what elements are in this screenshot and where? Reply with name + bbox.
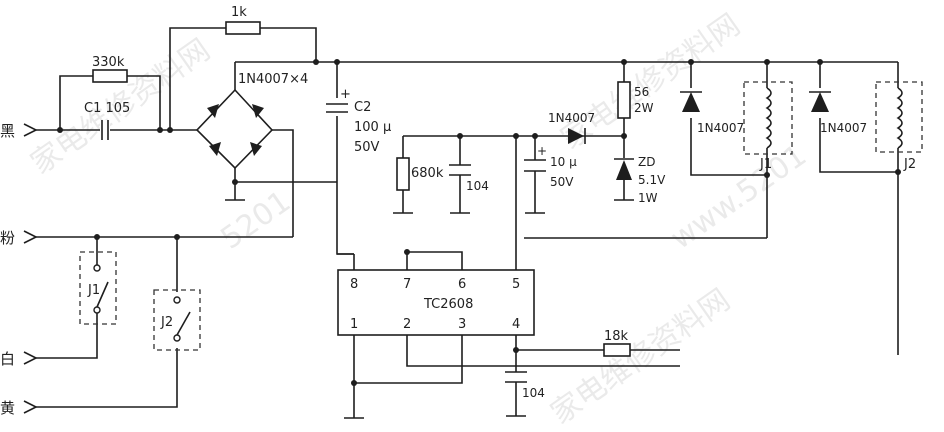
capacitor-c1-label: C1 105 bbox=[84, 101, 130, 116]
terminal-black-label: 黑 bbox=[0, 122, 15, 140]
relay-j2-label: J2 bbox=[903, 157, 916, 172]
junction-dot bbox=[334, 59, 340, 65]
diode-1n4007-label: 1N4007 bbox=[548, 111, 595, 125]
terminal-pink-label: 粉 bbox=[0, 229, 15, 247]
ic-name: TC2608 bbox=[423, 297, 473, 312]
junction-dot bbox=[157, 127, 163, 133]
terminal-black-arrow bbox=[23, 123, 38, 137]
bridge-label: 1N4007×4 bbox=[238, 72, 308, 87]
relay-switch-j2: J2 bbox=[153, 289, 201, 351]
diode-icon bbox=[252, 104, 264, 118]
junction-dot bbox=[688, 59, 694, 65]
terminal-pink-arrow bbox=[23, 230, 38, 244]
ic-pin-8: 8 bbox=[350, 277, 358, 292]
watermark-text: 家电维修资料网 bbox=[545, 282, 737, 431]
input-terminals: 黑 粉 白 黄 bbox=[0, 122, 38, 417]
junction-dot bbox=[817, 59, 823, 65]
diode-j1-label: 1N4007 bbox=[697, 121, 744, 135]
capacitor-c1: C1 105 bbox=[84, 101, 130, 140]
resistor-1k: 1k bbox=[225, 5, 261, 35]
ic-pin-7: 7 bbox=[403, 277, 411, 292]
resistor-56-power-label: 2W bbox=[634, 101, 654, 115]
ic-tc2608: 8 7 6 5 TC2608 1 2 3 4 bbox=[337, 269, 535, 336]
junction-dot bbox=[457, 133, 463, 139]
junction-dot bbox=[895, 169, 901, 175]
junction-dot bbox=[513, 347, 519, 353]
ic-pin-4: 4 bbox=[512, 317, 520, 332]
capacitor-10u-value: 10 μ bbox=[550, 155, 577, 169]
junction-dot bbox=[174, 234, 180, 240]
ic-pin-3: 3 bbox=[458, 317, 466, 332]
resistor-680k-label: 680k bbox=[411, 166, 444, 181]
resistor-330k: 330k bbox=[92, 55, 128, 83]
ic-pin-6: 6 bbox=[458, 277, 466, 292]
diode-j1-flyback: 1N4007 bbox=[680, 91, 744, 135]
resistor-56-label: 56 bbox=[634, 85, 649, 99]
zener-power: 1W bbox=[638, 191, 658, 205]
junction-dot bbox=[232, 179, 238, 185]
capacitor-104-b-label: 104 bbox=[522, 386, 545, 400]
ic-pin-2: 2 bbox=[403, 317, 411, 332]
capacitor-10u-voltage: 50V bbox=[550, 175, 574, 189]
junction-dot bbox=[57, 127, 63, 133]
terminal-yellow-label: 黄 bbox=[0, 399, 15, 417]
junction-dot bbox=[351, 380, 357, 386]
junction-dot bbox=[621, 59, 627, 65]
junction-dot bbox=[532, 133, 538, 139]
zener-value: 5.1V bbox=[638, 173, 666, 187]
capacitor-10u-plus: + bbox=[537, 144, 547, 158]
resistor-680k: 680k bbox=[393, 157, 444, 214]
junction-dots bbox=[57, 59, 901, 386]
watermark-text: 5201 bbox=[215, 184, 298, 256]
terminal-white-arrow bbox=[23, 351, 38, 365]
relay-coil-j2: J2 bbox=[875, 81, 923, 172]
zener-diode: ZD 5.1V 1W bbox=[614, 155, 666, 205]
diode-1n4007-series: 1N4007 bbox=[548, 111, 595, 144]
capacitor-104-a: 104 bbox=[449, 164, 489, 214]
bridge-rectifier: 1N4007×4 bbox=[195, 72, 308, 201]
junction-dot bbox=[764, 172, 770, 178]
diode-icon bbox=[209, 142, 221, 156]
ic-pin-1: 1 bbox=[350, 317, 358, 332]
junction-dot bbox=[764, 59, 770, 65]
diode-icon bbox=[207, 104, 219, 118]
terminal-white-label: 白 bbox=[0, 350, 15, 368]
zener-name: ZD bbox=[638, 155, 655, 169]
junction-dot bbox=[313, 59, 319, 65]
capacitor-104-b: 104 bbox=[505, 371, 545, 400]
junction-dot bbox=[94, 234, 100, 240]
capacitor-c2-value: 100 μ bbox=[354, 120, 391, 135]
resistor-18k: 18k bbox=[603, 329, 631, 357]
resistor-56-ohm: 56 2W bbox=[617, 81, 654, 119]
relay-switch-j1: J1 bbox=[79, 251, 117, 325]
diode-icon bbox=[250, 142, 262, 156]
junction-dot bbox=[404, 249, 410, 255]
junction-dot bbox=[513, 133, 519, 139]
capacitor-10u: + 10 μ 50V bbox=[524, 144, 577, 214]
resistor-18k-label: 18k bbox=[604, 329, 629, 344]
diode-j2-flyback: 1N4007 bbox=[809, 91, 867, 135]
watermark-layer: 家电维修资料网 家电维修资料网 家电维修资料网 5201 www.5201 bbox=[25, 7, 813, 431]
wires bbox=[36, 27, 899, 418]
ic-pin-5: 5 bbox=[512, 277, 520, 292]
switch-j2-label: J2 bbox=[160, 315, 173, 330]
junction-dot bbox=[621, 133, 627, 139]
capacitor-c2: + C2 100 μ 50V bbox=[326, 87, 391, 155]
resistor-1k-label: 1k bbox=[231, 5, 247, 20]
relay-coil-j1: J1 bbox=[743, 81, 793, 172]
diode-j2-label: 1N4007 bbox=[820, 121, 867, 135]
switch-j1-label: J1 bbox=[87, 283, 100, 298]
capacitor-c2-voltage: 50V bbox=[354, 140, 380, 155]
capacitor-104-a-label: 104 bbox=[466, 179, 489, 193]
capacitor-c2-plus: + bbox=[340, 87, 351, 102]
resistor-330k-label: 330k bbox=[92, 55, 125, 70]
junction-dot bbox=[167, 127, 173, 133]
relay-j1-label: J1 bbox=[759, 157, 772, 172]
capacitor-c2-name: C2 bbox=[354, 100, 371, 115]
terminal-yellow-arrow bbox=[23, 400, 38, 414]
